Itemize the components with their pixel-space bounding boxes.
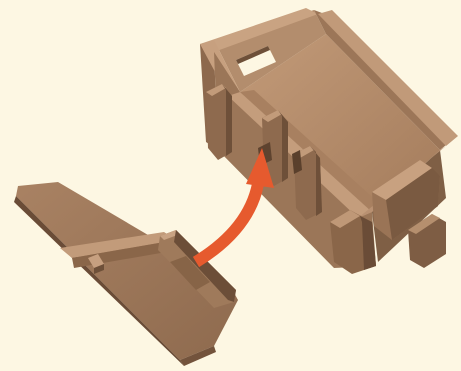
- arrow-shaft: [196, 184, 258, 262]
- lid-panel: [14, 182, 238, 366]
- box-clamp-left: [206, 84, 232, 160]
